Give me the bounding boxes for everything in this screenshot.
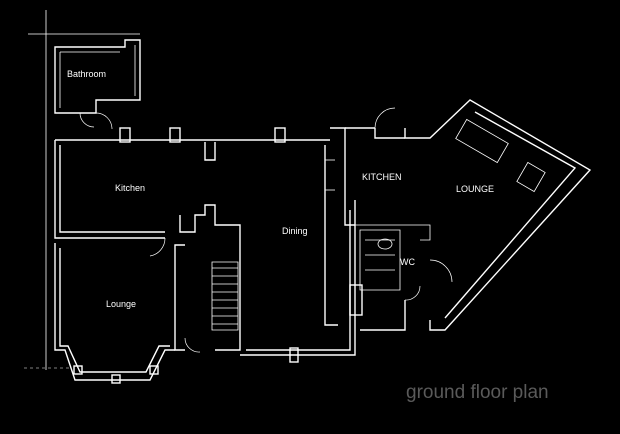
lounge-walls bbox=[54, 243, 175, 384]
site-boundary-lines bbox=[24, 10, 140, 370]
main-house-walls bbox=[54, 127, 355, 326]
room-label-dining: Dining bbox=[282, 226, 308, 236]
room-label-wc: WC bbox=[400, 257, 415, 267]
dining-walls bbox=[240, 200, 363, 363]
extension-walls bbox=[345, 99, 592, 331]
room-label-kitchen-extension: KITCHEN bbox=[362, 172, 402, 182]
hall-and-stairs bbox=[149, 204, 241, 353]
room-label-lounge-extension: LOUNGE bbox=[456, 184, 494, 194]
room-label-kitchen: Kitchen bbox=[115, 183, 145, 193]
bathroom-walls bbox=[54, 39, 141, 130]
room-label-bathroom: Bathroom bbox=[67, 69, 106, 79]
plan-title: ground floor plan bbox=[406, 382, 549, 403]
room-label-lounge: Lounge bbox=[106, 299, 136, 309]
